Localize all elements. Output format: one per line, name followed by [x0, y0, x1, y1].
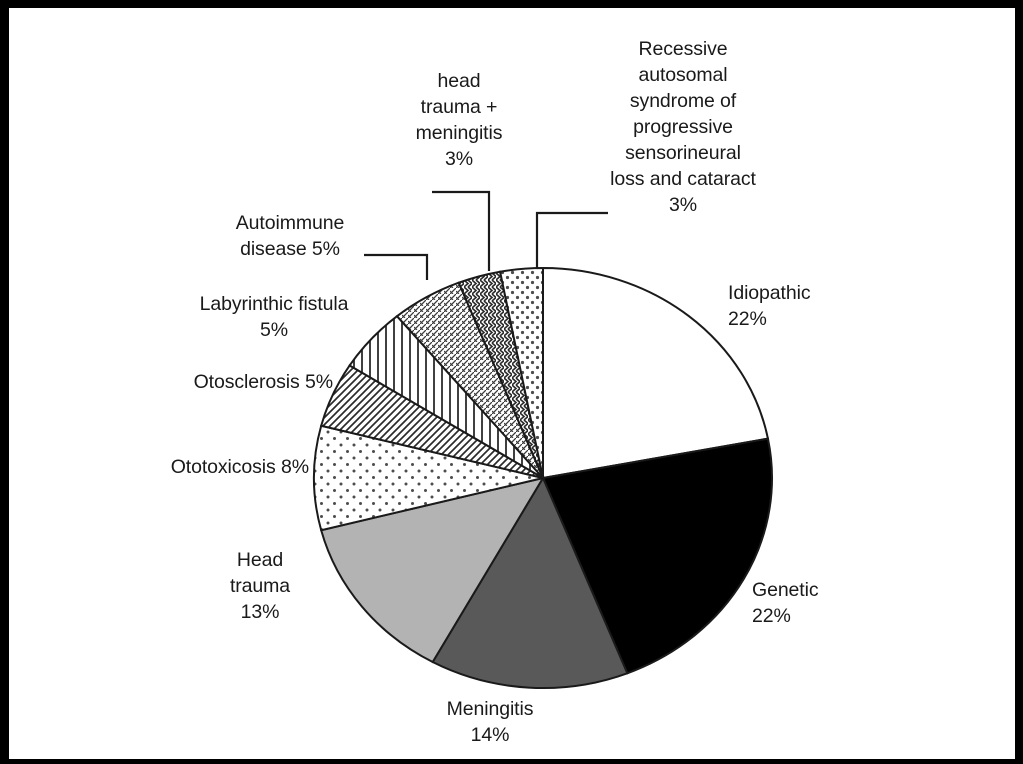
pie-slice: [541, 437, 773, 675]
slice-label-head-trauma: Head trauma 13%: [229, 549, 291, 623]
pie-slice: [319, 476, 546, 664]
pie-slice: [498, 266, 544, 479]
slice-label-recessive-autosomal: Recessive autosomal syndrome of progress…: [610, 38, 756, 216]
pie-slices: [312, 266, 773, 689]
slice-label-head-trauma-meningitis: head trauma + meningitis 3%: [415, 70, 503, 170]
figure-border-left: [0, 0, 9, 764]
leader-line-autoimmune-disease: [364, 253, 429, 280]
slice-label-autoimmune-disease: Autoimmune disease 5%: [235, 212, 345, 260]
figure-border-bottom: [0, 759, 1023, 764]
leader-lines: [364, 190, 608, 280]
slice-label-meningitis: Meningitis 14%: [446, 698, 534, 746]
pie-slice: [312, 424, 544, 532]
pie-slice: [542, 266, 770, 480]
slice-label-labyrinthic-fistula: Labyrinthic fistula 5%: [199, 293, 349, 341]
leader-line-recessive-autosomal: [535, 211, 608, 268]
slice-label-genetic: Genetic 22%: [752, 579, 819, 627]
slice-label-idiopathic: Idiopathic 22%: [728, 282, 811, 330]
figure-border-right: [1015, 0, 1023, 764]
slice-label-ototoxicosis: Ototoxicosis 8%: [170, 456, 309, 478]
pie-slice: [431, 475, 629, 689]
slice-label-otosclerosis: Otosclerosis 5%: [193, 371, 333, 393]
figure-border-top: [0, 0, 1023, 8]
leader-line-head-trauma-meningitis: [432, 190, 491, 271]
